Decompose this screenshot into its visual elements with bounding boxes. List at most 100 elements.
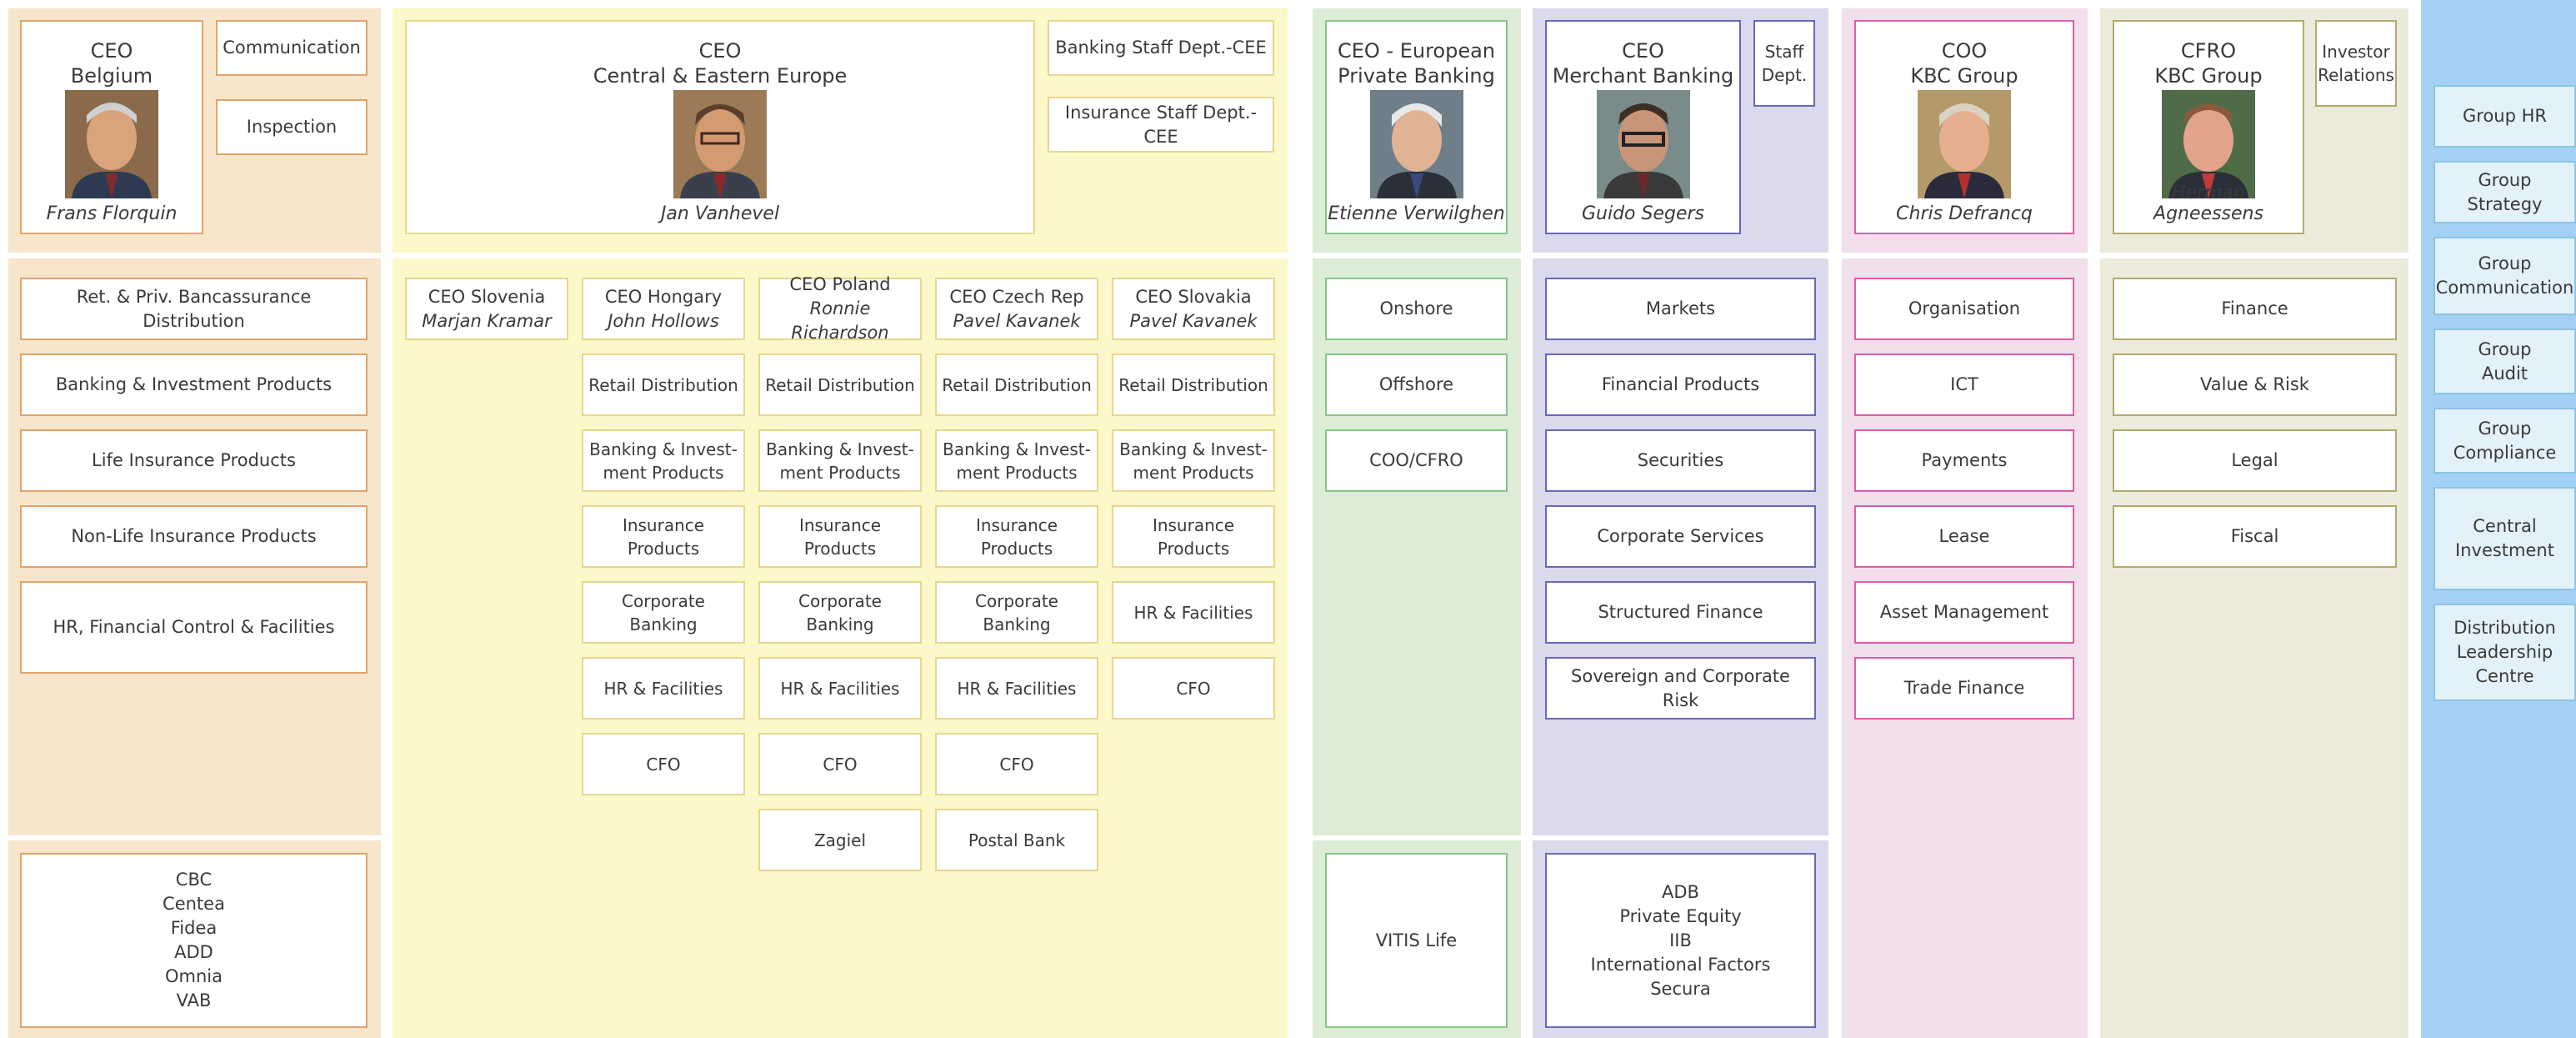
ceo-private-banking-photo xyxy=(1369,90,1463,198)
cee-unit[interactable]: CFO xyxy=(1112,657,1275,720)
country-title: CEO Czech Rep xyxy=(949,286,1084,307)
ceo-belgium-title: CEO Belgium xyxy=(70,39,153,88)
cee-unit[interactable]: Zagiel xyxy=(758,809,922,871)
ceo-cfro-card: CFRO KBC Group Herman Agneessens xyxy=(2113,20,2304,234)
ceo-merchant-title: CEO Merchant Banking xyxy=(1552,39,1734,88)
group-item[interactable]: Distribution Leadership Centre xyxy=(2433,604,2576,701)
cee-unit[interactable]: Banking & Invest- ment Products xyxy=(935,429,1098,492)
coo-dept[interactable]: ICT xyxy=(1854,354,2074,416)
ceo-coo-title: COO KBC Group xyxy=(1910,39,2018,88)
country-title: CEO Poland xyxy=(789,274,891,294)
ceo-cfro-photo xyxy=(2162,90,2255,198)
cee-unit[interactable]: Banking & Invest- ment Products xyxy=(582,429,745,492)
merchant-dept[interactable]: Structured Finance xyxy=(1545,581,1816,644)
cee-unit[interactable]: Retail Distribution xyxy=(935,354,1098,416)
country-title: CEO Slovakia xyxy=(1135,286,1252,307)
ceo-private-banking-name: Etienne Verwilghen xyxy=(1328,203,1505,224)
cee-unit[interactable]: Postal Bank xyxy=(935,809,1098,871)
cee-unit[interactable]: CFO xyxy=(758,733,922,795)
pb-subsidiaries[interactable]: VITIS Life xyxy=(1325,853,1508,1028)
cee-unit[interactable]: HR & Facilities xyxy=(935,657,1098,720)
ceo-private-banking-card: CEO - European Private Banking Etienne V… xyxy=(1325,20,1508,234)
country-ceo-name: Ronnie Richardson xyxy=(791,298,889,343)
coo-dept[interactable]: Trade Finance xyxy=(1854,657,2074,720)
group-item[interactable]: Group Audit xyxy=(2433,328,2576,394)
cee-unit[interactable]: CFO xyxy=(582,733,745,795)
pb-panel-mid xyxy=(1313,258,1521,835)
belgium-dept[interactable]: Non-Life Insurance Products xyxy=(20,505,368,568)
cfro-staff-investor-relations[interactable]: Investor Relations xyxy=(2315,20,2397,107)
ceo-private-banking-title: CEO - European Private Banking xyxy=(1337,39,1496,88)
ceo-cee-photo xyxy=(673,90,767,198)
cee-unit[interactable]: Insurance Products xyxy=(935,505,1098,568)
belgium-staff-communication[interactable]: Communication xyxy=(216,20,368,76)
merchant-dept[interactable]: Securities xyxy=(1545,429,1816,492)
country-ceo-name: Pavel Kavanek xyxy=(953,310,1081,331)
belgium-staff-inspection[interactable]: Inspection xyxy=(216,99,368,155)
cee-unit[interactable]: HR & Facilities xyxy=(582,657,745,720)
cee-unit[interactable]: CFO xyxy=(935,733,1098,795)
cfro-dept[interactable]: Legal xyxy=(2113,429,2397,492)
cee-unit[interactable]: Retail Distribution xyxy=(1112,354,1275,416)
group-item[interactable]: Central Investment xyxy=(2433,487,2576,590)
ceo-merchant-name: Guido Segers xyxy=(1581,203,1705,224)
belgium-dept[interactable]: HR, Financial Control & Facilities xyxy=(20,581,368,674)
belgium-subsidiaries[interactable]: CBC Centea Fidea ADD Omnia VAB xyxy=(20,853,368,1028)
ceo-cee-title: CEO Central & Eastern Europe xyxy=(593,39,848,88)
cee-unit[interactable]: Banking & Invest- ment Products xyxy=(758,429,922,492)
coo-dept[interactable]: Lease xyxy=(1854,505,2074,568)
cee-country-slovakia[interactable]: CEO Slovakia Pavel Kavanek xyxy=(1112,278,1275,340)
cee-staff-insurance[interactable]: Insurance Staff Dept.-CEE xyxy=(1048,97,1274,153)
ceo-belgium-name: Frans Florquin xyxy=(46,203,178,224)
ceo-cee-card: CEO Central & Eastern Europe Jan Vanheve… xyxy=(405,20,1035,234)
belgium-dept[interactable]: Ret. & Priv. Bancassurance Distribution xyxy=(20,278,368,340)
cee-unit[interactable]: Insurance Products xyxy=(1112,505,1275,568)
cfro-dept[interactable]: Finance xyxy=(2113,278,2397,340)
ceo-coo-card: COO KBC Group Chris Defrancq xyxy=(1854,20,2074,234)
cee-unit[interactable]: Banking & Invest- ment Products xyxy=(1112,429,1275,492)
cee-unit[interactable]: Retail Distribution xyxy=(758,354,922,416)
ceo-cfro-title: CFRO KBC Group xyxy=(2154,39,2263,88)
cee-country-hongary[interactable]: CEO Hongary John Hollows xyxy=(582,278,745,340)
ceo-cee-name: Jan Vanhevel xyxy=(660,203,780,224)
group-item[interactable]: Group Compliance xyxy=(2433,408,2576,474)
cee-country-slovenia[interactable]: CEO Slovenia Marjan Kramar xyxy=(405,278,568,340)
coo-dept[interactable]: Asset Management xyxy=(1854,581,2074,644)
country-title: CEO Hongary xyxy=(604,286,723,307)
cee-unit[interactable]: Retail Distribution xyxy=(582,354,745,416)
merchant-staff-dept[interactable]: Staff Dept. xyxy=(1753,20,1815,107)
ceo-coo-name: Chris Defrancq xyxy=(1896,203,2033,224)
coo-dept[interactable]: Payments xyxy=(1854,429,2074,492)
cee-country-czech[interactable]: CEO Czech Rep Pavel Kavanek xyxy=(935,278,1098,340)
ceo-belgium-card: CEO Belgium Frans Florquin xyxy=(20,20,203,234)
cee-unit[interactable]: Insurance Products xyxy=(582,505,745,568)
cee-unit[interactable]: Corporate Banking xyxy=(582,581,745,644)
merchant-dept[interactable]: Sovereign and Corporate Risk xyxy=(1545,657,1816,720)
cee-staff-banking[interactable]: Banking Staff Dept.-CEE xyxy=(1048,20,1274,76)
cfro-dept[interactable]: Value & Risk xyxy=(2113,354,2397,416)
merchant-dept[interactable]: Financial Products xyxy=(1545,354,1816,416)
cee-unit[interactable]: Insurance Products xyxy=(758,505,922,568)
cee-unit[interactable]: Corporate Banking xyxy=(935,581,1098,644)
group-item[interactable]: Group Strategy xyxy=(2433,161,2576,223)
cee-unit[interactable]: HR & Facilities xyxy=(758,657,922,720)
belgium-dept[interactable]: Life Insurance Products xyxy=(20,429,368,492)
cee-country-poland[interactable]: CEO Poland Ronnie Richardson xyxy=(758,274,922,343)
cee-unit[interactable]: Corporate Banking xyxy=(758,581,922,644)
ceo-coo-photo xyxy=(1918,90,2011,198)
belgium-dept[interactable]: Banking & Investment Products xyxy=(20,354,368,416)
coo-dept[interactable]: Organisation xyxy=(1854,278,2074,340)
group-item[interactable]: Group Communication xyxy=(2433,237,2576,315)
merchant-dept[interactable]: Corporate Services xyxy=(1545,505,1816,568)
cfro-dept[interactable]: Fiscal xyxy=(2113,505,2397,568)
pb-dept[interactable]: Onshore xyxy=(1325,278,1508,340)
pb-dept[interactable]: Offshore xyxy=(1325,354,1508,416)
ceo-merchant-photo xyxy=(1596,90,1690,198)
group-item[interactable]: Group HR xyxy=(2433,85,2576,148)
cee-unit[interactable]: HR & Facilities xyxy=(1112,581,1275,644)
pb-dept[interactable]: COO/CFRO xyxy=(1325,429,1508,492)
merchant-subsidiaries[interactable]: ADB Private Equity IIB International Fac… xyxy=(1545,853,1816,1028)
merchant-dept[interactable]: Markets xyxy=(1545,278,1816,340)
country-title: CEO Slovenia xyxy=(428,286,546,307)
ceo-cfro-name: Herman Agneessens xyxy=(2153,183,2263,224)
